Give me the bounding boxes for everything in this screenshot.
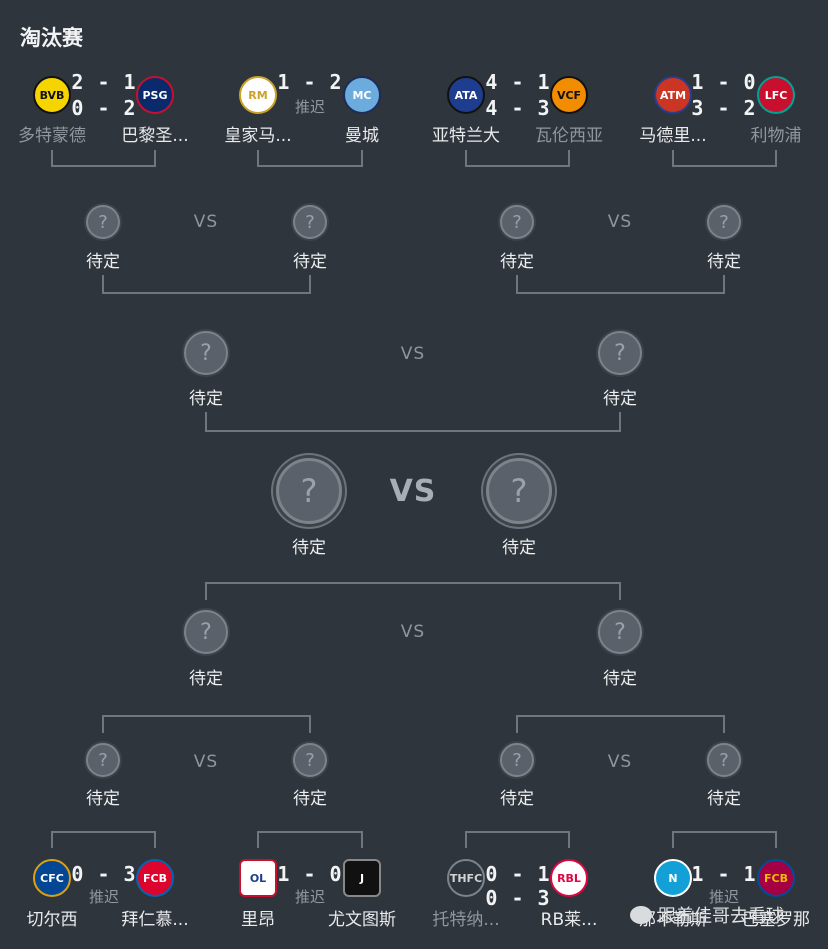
tbd-slot: ? [184,610,228,654]
team-name[interactable]: 尤文图斯 [328,910,396,930]
tottenham-logo: THFC [447,859,485,897]
tbd-label: 待定 [603,389,637,409]
tbd-slot: ? [293,743,327,777]
tbd-slot: ? [486,458,552,524]
watermark-text: 跟着佳哥去看球 [658,906,784,927]
team-name[interactable]: 巴黎圣... [121,126,189,146]
tbd-label: 待定 [86,252,120,272]
tbd-slot: ? [184,331,228,375]
psg-logo: PSG [136,76,174,114]
team-name[interactable]: 切尔西 [26,910,78,930]
team-name[interactable]: 瓦伦西亚 [535,126,603,146]
team-name[interactable]: 托特纳... [432,910,500,930]
match-score-leg1: 0 - 3 [71,862,137,886]
match-score-leg2: 3 - 2 [691,96,757,120]
chelsea-logo: CFC [33,859,71,897]
tbd-label: 待定 [293,252,327,272]
vs-label: VS [400,344,426,364]
vs-label: VS [400,622,426,642]
vs-label: VS [607,752,633,772]
real-madrid-logo: RM [239,76,277,114]
vs-label: VS [389,474,437,509]
match-postponed-note: 推迟 [294,98,326,116]
tbd-label: 待定 [707,252,741,272]
wechat-icon [630,906,652,924]
barcelona-logo: FCB [757,859,795,897]
team-name[interactable]: 皇家马... [224,126,292,146]
team-name[interactable]: 拜仁慕... [121,910,189,930]
tbd-slot: ? [86,743,120,777]
valencia-logo: VCF [550,76,588,114]
tbd-slot: ? [707,205,741,239]
page-title: 淘汰赛 [20,26,83,50]
vs-label: VS [607,212,633,232]
team-name[interactable]: 巴塞罗那 [742,910,810,930]
match-score-leg1: 1 - 1 [691,862,757,886]
match-score-leg1: 0 - 1 [485,862,551,886]
vs-label: VS [193,752,219,772]
tbd-label: 待定 [500,252,534,272]
leipzig-logo: RBL [550,859,588,897]
match-postponed-note: 推迟 [88,888,120,906]
tbd-slot: ? [500,205,534,239]
man-city-logo: MC [343,76,381,114]
match-score-leg1: 1 - 0 [277,862,343,886]
watermark: 跟着佳哥去看球 [630,902,784,928]
tbd-label: 待定 [189,669,223,689]
tbd-slot: ? [707,743,741,777]
team-name[interactable]: RB莱... [540,910,598,930]
match-score-leg2: 4 - 3 [485,96,551,120]
liverpool-logo: LFC [757,76,795,114]
lyon-logo: OL [239,859,277,897]
match-postponed-note: 推迟 [708,888,740,906]
tbd-slot: ? [500,743,534,777]
team-name[interactable]: 那不勒斯 [639,910,707,930]
napoli-logo: N [654,859,692,897]
bayern-logo: FCB [136,859,174,897]
tbd-slot: ? [598,610,642,654]
tbd-label: 待定 [500,789,534,809]
tbd-slot: ? [293,205,327,239]
tbd-label: 待定 [707,789,741,809]
tbd-slot: ? [598,331,642,375]
tbd-label: 待定 [86,789,120,809]
dortmund-logo: BVB [33,76,71,114]
team-name[interactable]: 多特蒙德 [18,126,86,146]
team-name[interactable]: 马德里... [639,126,707,146]
team-name[interactable]: 亚特兰大 [432,126,500,146]
vs-label: VS [193,212,219,232]
match-score-leg1: 4 - 1 [485,70,551,94]
match-score-leg2: 0 - 2 [71,96,137,120]
tbd-slot: ? [86,205,120,239]
tbd-label: 待定 [502,538,536,558]
match-score-leg2: 0 - 3 [485,886,551,910]
match-score-leg1: 1 - 2 [277,70,343,94]
tbd-slot: ? [276,458,342,524]
match-score-leg1: 1 - 0 [691,70,757,94]
team-name[interactable]: 里昂 [241,910,275,930]
tbd-label: 待定 [292,538,326,558]
match-score-leg1: 2 - 1 [71,70,137,94]
team-name[interactable]: 曼城 [345,126,379,146]
tbd-label: 待定 [293,789,327,809]
atalanta-logo: ATA [447,76,485,114]
atletico-logo: ATM [654,76,692,114]
juventus-logo: J [343,859,381,897]
team-name[interactable]: 利物浦 [750,126,802,146]
match-postponed-note: 推迟 [294,888,326,906]
tbd-label: 待定 [189,389,223,409]
tbd-label: 待定 [603,669,637,689]
